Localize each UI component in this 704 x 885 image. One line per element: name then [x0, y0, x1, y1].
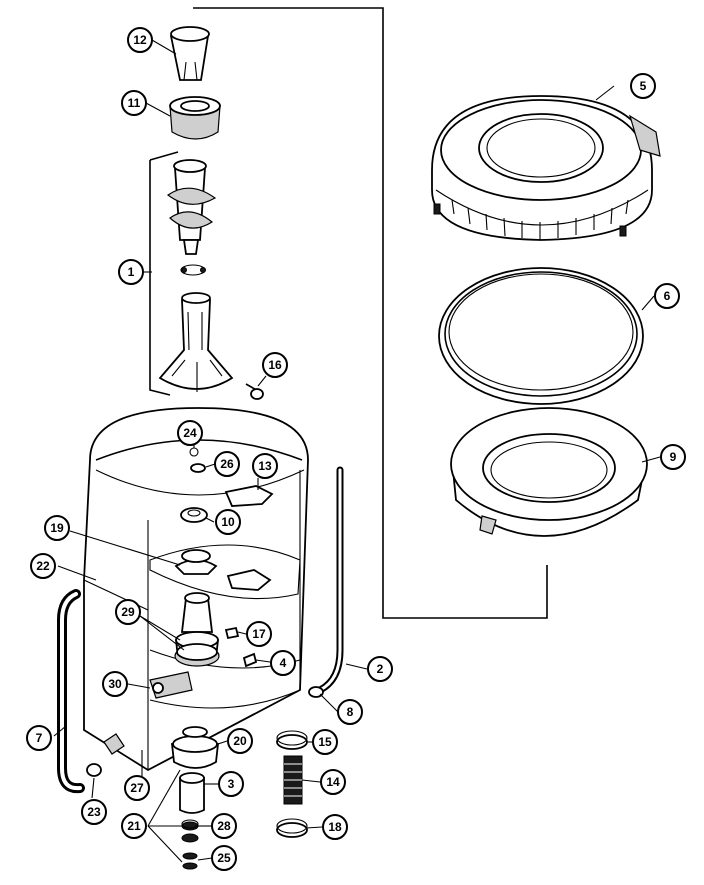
callout-10-label: 10: [221, 515, 235, 529]
callout-1: 1: [118, 259, 144, 285]
callout-19: 19: [44, 515, 70, 541]
callout-11-label: 11: [128, 96, 141, 110]
callout-26-label: 26: [220, 457, 234, 471]
assembly-connector-line: [193, 7, 548, 619]
callout-27-label: 27: [130, 781, 144, 795]
washer-parts: [181, 819, 199, 870]
callout-15: 15: [312, 729, 338, 755]
cam-ring-part: [169, 96, 221, 140]
callout-14-label: 14: [326, 775, 340, 789]
callout-1-label: 1: [128, 265, 135, 279]
callout-20: 20: [227, 728, 253, 754]
callout-13: 13: [252, 453, 278, 479]
callout-13-label: 13: [258, 459, 272, 473]
callout-18: 18: [322, 814, 348, 840]
callout-12: 12: [127, 27, 153, 53]
callout-6-label: 6: [664, 289, 671, 303]
callout-17-label: 17: [252, 627, 266, 641]
callout-7: 7: [26, 725, 52, 751]
callout-4-label: 4: [280, 656, 287, 670]
agitator-assembly-part: [149, 151, 234, 396]
callout-30-label: 30: [108, 677, 122, 691]
screw-part: [245, 383, 264, 400]
drain-tube-part: [316, 466, 344, 694]
callout-9: 9: [660, 444, 686, 470]
callout-16: 16: [262, 352, 288, 378]
callout-29: 29: [115, 599, 141, 625]
callout-21: 21: [121, 813, 147, 839]
leader-lines: [53, 39, 661, 863]
callout-23: 23: [81, 799, 107, 825]
bracket-clip-part: [224, 485, 274, 591]
hose-part: [57, 589, 85, 794]
callout-11: 11: [121, 90, 147, 116]
tub-ring-part: [438, 267, 644, 405]
callout-3: 3: [218, 771, 244, 797]
tub-cover-part: [431, 95, 661, 241]
balance-ring-part: [450, 407, 648, 537]
callout-7-label: 7: [36, 731, 43, 745]
callout-24-label: 24: [183, 426, 197, 440]
clamp-ring-part: [276, 730, 308, 750]
callout-25-label: 25: [217, 851, 231, 865]
coupling-part: [170, 726, 220, 769]
hose-clamp-part: [86, 763, 102, 777]
callout-16-label: 16: [268, 358, 282, 372]
callout-2: 2: [367, 656, 393, 682]
callout-18-label: 18: [328, 820, 342, 834]
callout-17: 17: [246, 621, 272, 647]
callout-9-label: 9: [670, 450, 677, 464]
callout-5-label: 5: [640, 79, 647, 93]
callout-24: 24: [177, 420, 203, 446]
agitator-cap-part: [169, 26, 210, 81]
callout-8-label: 8: [347, 705, 354, 719]
callout-4: 4: [270, 650, 296, 676]
callout-29-label: 29: [121, 605, 135, 619]
callout-30: 30: [102, 671, 128, 697]
clamp-ring-part-18: [276, 818, 308, 838]
nut-washer-part: [189, 447, 206, 473]
tub-boot-part: [174, 549, 218, 575]
callout-5: 5: [630, 73, 656, 99]
bushing-part: [179, 772, 205, 814]
brake-lever-part: [149, 671, 193, 699]
callout-19-label: 19: [50, 521, 64, 535]
hub-assembly-part: [174, 592, 220, 667]
callout-28-label: 28: [217, 819, 231, 833]
callout-22-label: 22: [36, 559, 50, 573]
callout-25: 25: [211, 845, 237, 871]
callout-3-label: 3: [228, 777, 235, 791]
pump-hose-part: [283, 755, 303, 805]
callout-22: 22: [30, 553, 56, 579]
callout-28: 28: [211, 813, 237, 839]
callout-12-label: 12: [133, 33, 147, 47]
clamp-part: [308, 686, 324, 698]
bolt-parts: [224, 626, 258, 668]
callout-15-label: 15: [318, 735, 332, 749]
seal-part: [180, 507, 208, 523]
callout-14: 14: [320, 769, 346, 795]
callout-23-label: 23: [87, 805, 101, 819]
callout-20-label: 20: [233, 734, 247, 748]
callout-2-label: 2: [377, 662, 384, 676]
callout-10: 10: [215, 509, 241, 535]
callout-27: 27: [124, 775, 150, 801]
callout-8: 8: [337, 699, 363, 725]
callout-21-label: 21: [127, 819, 141, 833]
callout-26: 26: [214, 451, 240, 477]
callout-6: 6: [654, 283, 680, 309]
